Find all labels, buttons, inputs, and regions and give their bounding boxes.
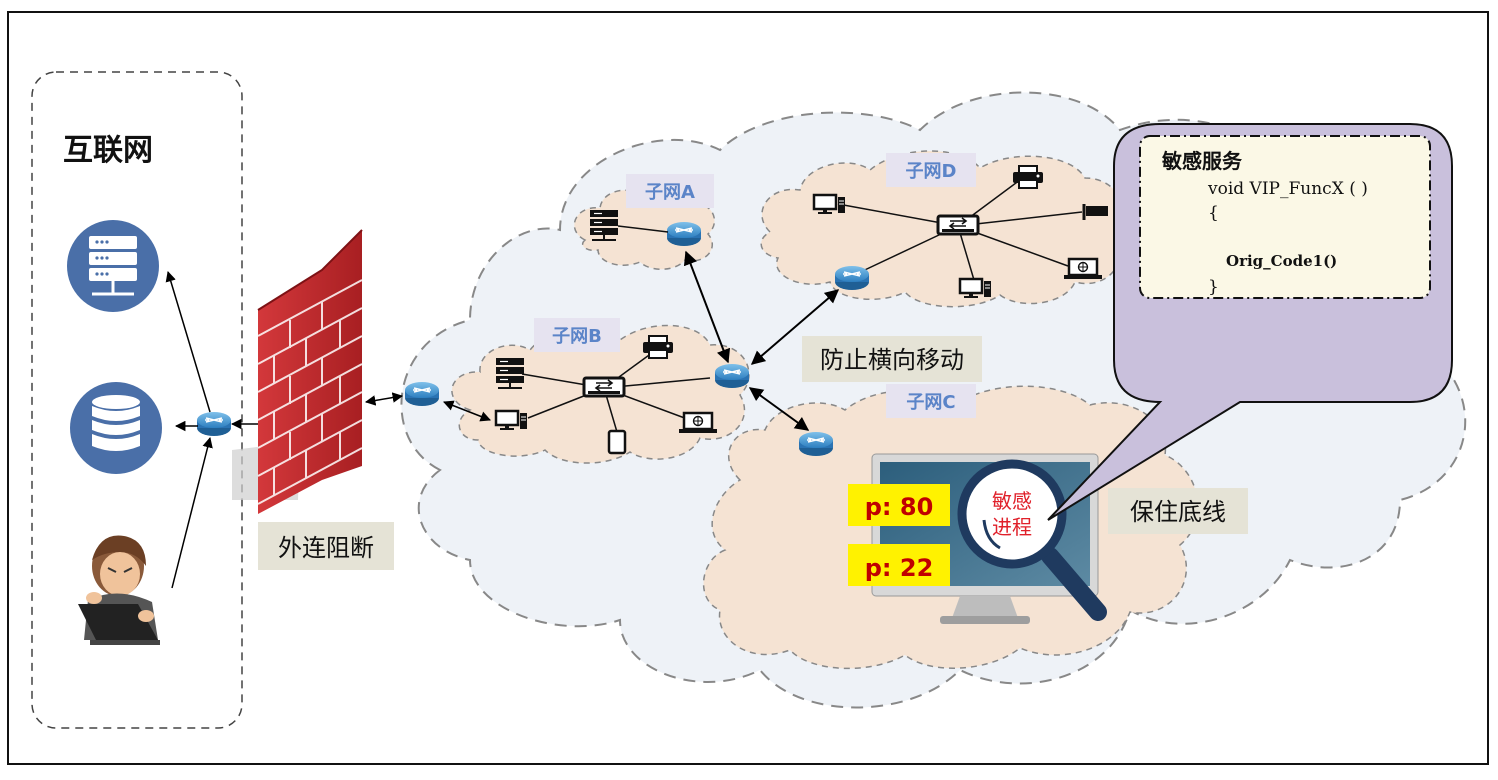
port-80-label: p: 80 — [865, 493, 934, 521]
outbound-block-label: 外连阻断 — [278, 534, 374, 562]
edge-router-icon — [196, 411, 232, 437]
subnet-c-router-icon — [798, 431, 834, 457]
subnet-d-camera-icon — [1082, 204, 1108, 220]
sensitive-process-line2: 进程 — [992, 515, 1032, 539]
lateral-block-label-bg — [802, 336, 982, 382]
subnet-d-laptop-icon — [1062, 257, 1104, 281]
code-box — [1139, 135, 1431, 299]
lateral-block-label: 防止横向移动 — [820, 346, 964, 374]
subnet-b-tablet-icon — [607, 429, 627, 455]
entry-router-icon — [404, 381, 440, 407]
arrow-from-hacker — [171, 436, 213, 589]
arrow-entry-subnet-b — [443, 400, 491, 422]
subnet-d-label: 子网D — [906, 161, 957, 182]
port-22-tag — [848, 544, 950, 586]
subnet-a-router-icon — [666, 221, 702, 247]
arrow-to-server — [165, 270, 211, 413]
firewall-icon — [232, 229, 363, 514]
code-line-2: { — [1208, 203, 1219, 223]
subnet-c-tag — [886, 384, 976, 418]
subnet-b-switch-icon — [582, 376, 626, 398]
baseline-label-bg — [1108, 488, 1248, 534]
subnet-d-switch-icon — [936, 214, 980, 236]
subnet-b-label: 子网B — [552, 326, 602, 347]
web-server-icon — [67, 220, 159, 312]
arrow-subnet-b-c — [748, 387, 810, 431]
magnifier-icon — [957, 459, 1107, 621]
baseline-label: 保住底线 — [1130, 498, 1226, 526]
arrow-subnet-a-b — [683, 250, 731, 364]
sensitive-service-title: 敏感服务 — [1161, 149, 1243, 173]
code-line-1: void VIP_FuncX ( ) — [1207, 179, 1368, 199]
subnet-d-tag — [886, 153, 976, 187]
subnet-b-core-router-icon — [714, 363, 750, 389]
code-line-4: } — [1208, 277, 1219, 297]
subnet-d-router-icon — [834, 265, 870, 291]
subnet-b-tag — [534, 318, 620, 352]
internet-panel — [31, 71, 243, 729]
code-line-3: Orig_Code1() — [1226, 252, 1337, 270]
database-icon — [70, 382, 162, 474]
arrow-subnet-b-d — [750, 289, 840, 365]
subnet-b-laptop-icon — [677, 411, 719, 435]
port-22-label: p: 22 — [865, 554, 934, 582]
subnet-a-label: 子网A — [645, 182, 695, 203]
internet-title: 互联网 — [63, 133, 153, 168]
subnet-a-tag — [626, 174, 714, 208]
outbound-block-label-bg — [258, 522, 394, 570]
port-80-tag — [848, 484, 950, 526]
hacker-icon — [78, 535, 160, 645]
arrow-firewall-entry — [364, 392, 404, 406]
subnet-c-label: 子网C — [906, 392, 955, 413]
sensitive-process-line1: 敏感 — [992, 489, 1032, 513]
